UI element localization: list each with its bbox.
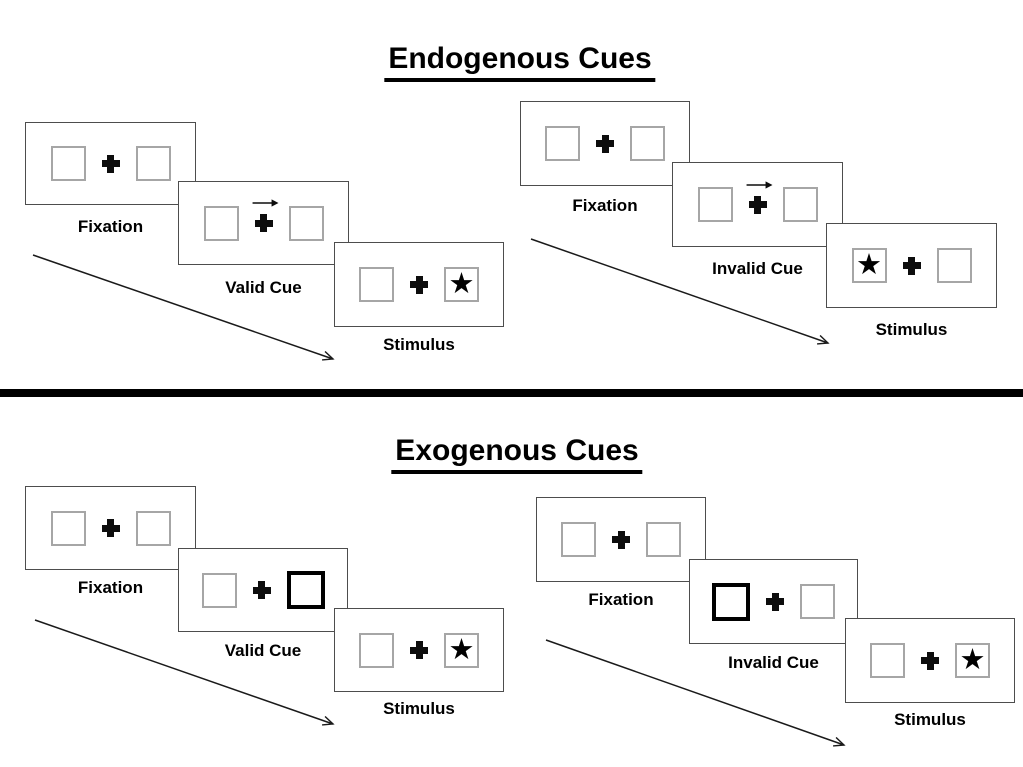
panel-endogenous-valid-cue [178, 181, 349, 265]
panel-exogenous-invalid-fixation [536, 497, 706, 582]
panel-label-fixation: Fixation [572, 196, 638, 215]
panel-exogenous-invalid-cue [689, 559, 858, 644]
star-stimulus-icon: ★ [959, 642, 986, 676]
fixation-cross-area [596, 134, 614, 153]
right-placeholder-square [936, 248, 972, 283]
left-placeholder-square-cue-highlight [712, 582, 750, 621]
fixation-cross-icon [596, 134, 614, 153]
left-placeholder-square [50, 146, 86, 181]
right-placeholder-square [630, 126, 665, 161]
panel-label-fixation: Fixation [588, 590, 654, 609]
left-placeholder-square [201, 572, 237, 608]
left-placeholder-square: ★ [851, 247, 887, 283]
fixation-cross-area [902, 256, 921, 275]
left-placeholder-square [359, 267, 394, 302]
left-placeholder-square [545, 126, 580, 161]
fixation-cross-icon [410, 275, 428, 294]
panel-label-invalid-cue: Invalid Cue [712, 259, 803, 278]
panel-exogenous-invalid-stimulus: ★ [845, 618, 1015, 703]
right-placeholder-square [288, 205, 324, 241]
left-placeholder-square [203, 205, 239, 241]
section-divider [0, 389, 1023, 397]
fixation-cross-area [766, 592, 784, 611]
fixation-cross-icon [612, 530, 630, 549]
panel-label-stimulus: Stimulus [383, 335, 455, 354]
fixation-cross-icon [410, 641, 428, 659]
panel-endogenous-invalid-stimulus: ★ [826, 223, 997, 308]
sequence-order-arrow [530, 238, 841, 354]
left-placeholder-square [359, 632, 394, 668]
right-placeholder-square: ★ [444, 267, 479, 302]
panel-label-fixation: Fixation [77, 217, 144, 236]
section-title-exogenous: Exogenous Cues [391, 434, 643, 474]
fixation-cross-area [252, 199, 279, 232]
sequence-order-arrow [34, 619, 345, 735]
panel-label-invalid-cue: Invalid Cue [728, 653, 819, 672]
fixation-cross-area [410, 275, 428, 294]
fixation-cross-icon [101, 154, 120, 173]
panel-label-fixation: Fixation [77, 578, 144, 597]
cue-right-arrow-icon [746, 180, 773, 189]
panel-label-stimulus: Stimulus [383, 699, 455, 718]
fixation-cross-icon [921, 651, 939, 670]
panel-exogenous-valid-fixation [25, 486, 196, 570]
panel-exogenous-valid-stimulus: ★ [334, 608, 504, 692]
fixation-cross-icon [748, 195, 767, 214]
left-placeholder-square [697, 187, 733, 222]
right-placeholder-square: ★ [444, 631, 479, 668]
fixation-cross-area [921, 651, 939, 670]
panel-endogenous-invalid-fixation [520, 101, 690, 186]
panel-label-stimulus: Stimulus [875, 320, 948, 339]
fixation-cross-icon [902, 256, 921, 275]
fixation-cross-area [101, 519, 120, 537]
sequence-order-arrow [32, 254, 345, 370]
right-placeholder-square [800, 584, 835, 619]
right-placeholder-square [135, 510, 171, 546]
fixation-cross-area [612, 530, 630, 549]
left-placeholder-square [561, 522, 596, 557]
left-placeholder-square [870, 643, 905, 678]
fixation-cross-area [410, 641, 428, 659]
panel-endogenous-valid-fixation [25, 122, 196, 205]
panel-endogenous-invalid-cue [672, 162, 843, 247]
right-placeholder-square-cue-highlight [286, 571, 325, 609]
panel-exogenous-valid-cue [178, 548, 348, 632]
panel-label-valid-cue: Valid Cue [224, 641, 302, 660]
right-placeholder-square: ★ [955, 643, 990, 678]
fixation-cross-area [746, 180, 773, 214]
right-placeholder-square [782, 187, 818, 222]
panel-label-stimulus: Stimulus [894, 710, 966, 729]
star-stimulus-icon: ★ [856, 247, 882, 281]
left-placeholder-square [50, 510, 86, 546]
cue-right-arrow-icon [252, 199, 279, 207]
section-title-endogenous: Endogenous Cues [384, 42, 656, 82]
fixation-cross-icon [101, 519, 120, 537]
star-stimulus-icon: ★ [448, 266, 475, 300]
panel-endogenous-valid-stimulus: ★ [334, 242, 504, 327]
panel-label-valid-cue: Valid Cue [225, 278, 302, 297]
fixation-cross-area [101, 154, 120, 173]
fixation-cross-area [252, 581, 271, 599]
sequence-order-arrow [545, 639, 856, 756]
right-placeholder-square [135, 146, 171, 181]
star-stimulus-icon: ★ [448, 631, 475, 666]
right-placeholder-square [646, 522, 681, 557]
fixation-cross-icon [254, 214, 273, 232]
fixation-cross-icon [766, 592, 784, 611]
fixation-cross-icon [252, 581, 271, 599]
